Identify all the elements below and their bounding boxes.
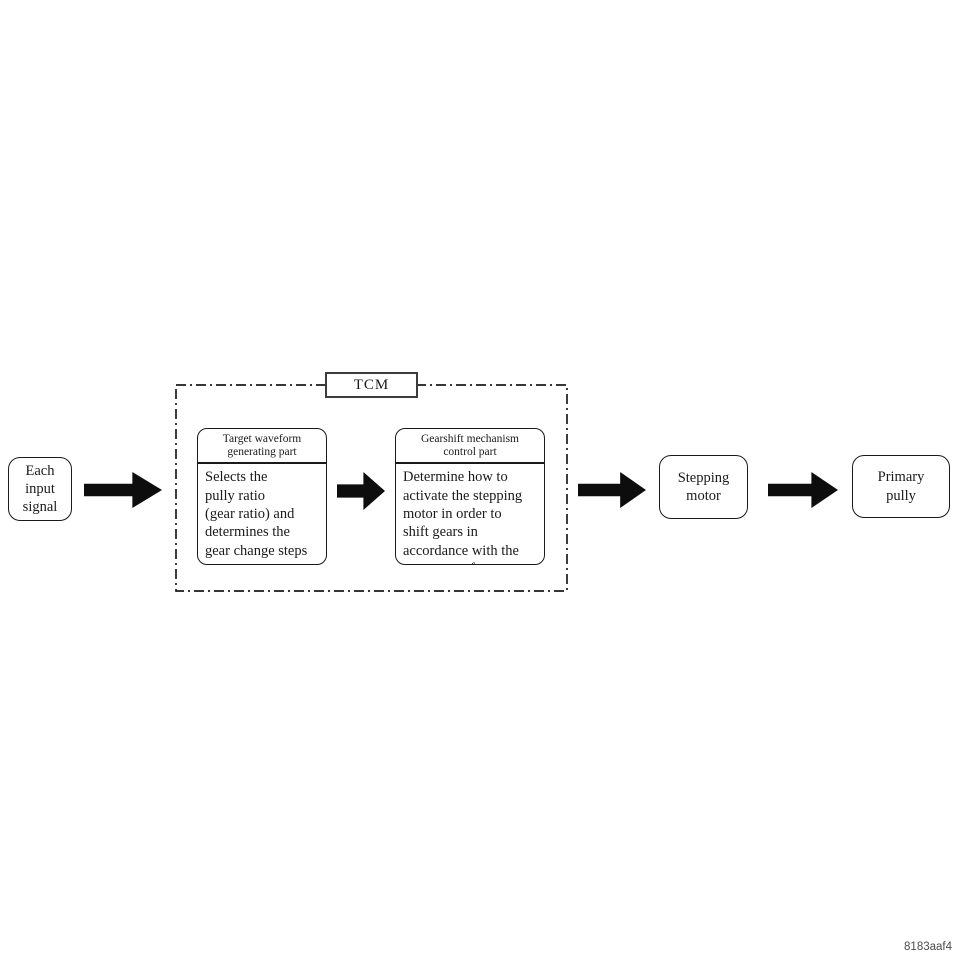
stepping-motor-box: Stepping motor [659, 455, 748, 519]
figure-code: 8183aaf4 [904, 941, 952, 953]
gearshift-control-box: Gearshift mechanism control part Determi… [395, 428, 545, 565]
tcm-label: TCM [353, 376, 390, 393]
target-waveform-header: Target waveform generating part [198, 429, 326, 465]
flow-arrow-icon [84, 472, 162, 508]
stepping-motor-label: Stepping motor [677, 469, 730, 504]
each-input-signal-label: Each input signal [22, 462, 58, 516]
tcm-label-box: TCM [325, 372, 418, 398]
target-waveform-body: Selects the pully ratio (gear ratio) and… [205, 469, 308, 559]
primary-pully-label: Primary pully [877, 469, 925, 504]
target-waveform-box: Target waveform generating part Selects … [197, 428, 327, 565]
gearshift-control-body: Determine how to activate the stepping m… [403, 469, 523, 564]
each-input-signal-box: Each input signal [8, 457, 72, 521]
flow-arrow-icon [337, 472, 385, 510]
primary-pully-box: Primary pully [852, 455, 950, 518]
gearshift-control-header: Gearshift mechanism control part [396, 429, 544, 465]
flow-arrow-icon [768, 472, 838, 508]
flow-arrow-icon [578, 472, 646, 508]
